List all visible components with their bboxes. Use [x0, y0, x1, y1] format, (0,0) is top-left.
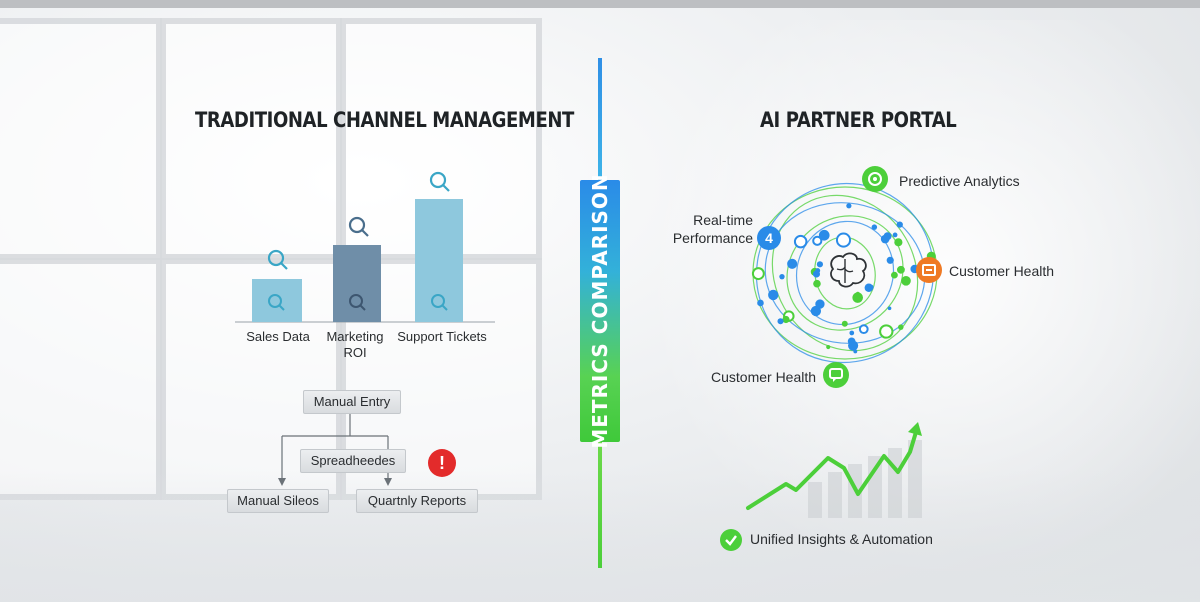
- bar-chart: [235, 171, 495, 323]
- bar-label-marketing-roi: Marketing ROI: [326, 329, 384, 360]
- flow-manual-silos: Manual Sileos: [227, 489, 329, 513]
- network-node: [841, 320, 848, 327]
- customer-health-label-bottom: Customer Health: [711, 369, 817, 385]
- network-node: [779, 274, 785, 280]
- chat-icon: [823, 362, 849, 388]
- network-node: [858, 324, 869, 335]
- network-node: [812, 235, 823, 246]
- magnifier-icon: [349, 294, 366, 311]
- network-ring: [795, 220, 895, 326]
- network-node: [901, 276, 911, 286]
- divider-line-top: [598, 58, 602, 186]
- magnifier-icon: [267, 249, 288, 270]
- network-ring: [771, 194, 919, 352]
- magnifier-icon: [348, 216, 369, 237]
- bar-support-tickets: [415, 199, 463, 322]
- network-node: [757, 299, 764, 307]
- right-panel-title: AI PARTNER PORTAL: [760, 108, 957, 132]
- brain-icon: [830, 252, 867, 288]
- network-node: [897, 265, 905, 274]
- network-node: [879, 324, 894, 339]
- bar-sales-data: [252, 279, 302, 322]
- bar-label-sales-data: Sales Data: [246, 329, 310, 344]
- realtime-label-line1: Real-time: [693, 212, 753, 228]
- network-node: [846, 203, 852, 209]
- flow-manual-entry: Manual Entry: [303, 390, 401, 414]
- network-node: [777, 318, 784, 325]
- network-node: [896, 221, 903, 228]
- divider-bar: [580, 180, 620, 442]
- network-node: [751, 267, 765, 281]
- magnifier-icon: [429, 171, 450, 192]
- top-strip: [0, 0, 1200, 8]
- network-ring: [764, 202, 926, 344]
- predictive-analytics-icon: [862, 166, 888, 192]
- flow-quarterly-reports: Quartnly Reports: [356, 489, 478, 513]
- network-node: [835, 232, 852, 248]
- network-node: [894, 238, 903, 247]
- network-node: [818, 229, 830, 241]
- network-node: [768, 289, 779, 301]
- network-node: [892, 232, 898, 238]
- network-node: [886, 256, 894, 264]
- divider-line-bottom: [598, 442, 602, 568]
- divider-label: METRICS COMPARISON: [588, 173, 612, 449]
- footer-label: Unified Insights & Automation: [750, 531, 933, 547]
- network-node: [887, 306, 892, 311]
- network-node: [898, 324, 904, 330]
- network-node: [826, 344, 831, 350]
- magnifier-icon: [431, 294, 448, 311]
- bar-marketing-roi: [333, 245, 381, 322]
- ai-network-graphic: [751, 182, 938, 364]
- network-node: [782, 315, 790, 324]
- checkmark-icon: [720, 529, 742, 551]
- magnifier-icon: [268, 294, 285, 311]
- network-node: [871, 224, 878, 230]
- network-node: [855, 291, 860, 297]
- network-node: [815, 268, 821, 274]
- network-node: [880, 234, 890, 244]
- alert-icon: !: [428, 449, 456, 477]
- network-node: [867, 284, 874, 291]
- bar-label-support-tickets: Support Tickets: [397, 329, 487, 344]
- network-node: [813, 279, 821, 288]
- network-node: [787, 258, 798, 269]
- network-node: [849, 330, 855, 336]
- network-node: [891, 271, 898, 279]
- growth-trend-graphic: [746, 422, 922, 518]
- flow-spreadsheets: Spreadheedes: [300, 449, 406, 473]
- network-node: [816, 261, 823, 268]
- realtime-badge: 4: [757, 226, 781, 250]
- network-node: [793, 234, 808, 249]
- network-node: [848, 340, 859, 351]
- customer-health-label-right: Customer Health: [949, 263, 1055, 279]
- customer-health-icon: [916, 257, 942, 283]
- realtime-label-line2: Performance: [672, 230, 753, 246]
- left-panel-title: TRADITIONAL CHANNEL MANAGEMENT: [195, 108, 574, 132]
- network-node: [852, 292, 863, 303]
- predictive-analytics-label: Predictive Analytics: [899, 173, 1020, 189]
- network-node: [815, 299, 825, 309]
